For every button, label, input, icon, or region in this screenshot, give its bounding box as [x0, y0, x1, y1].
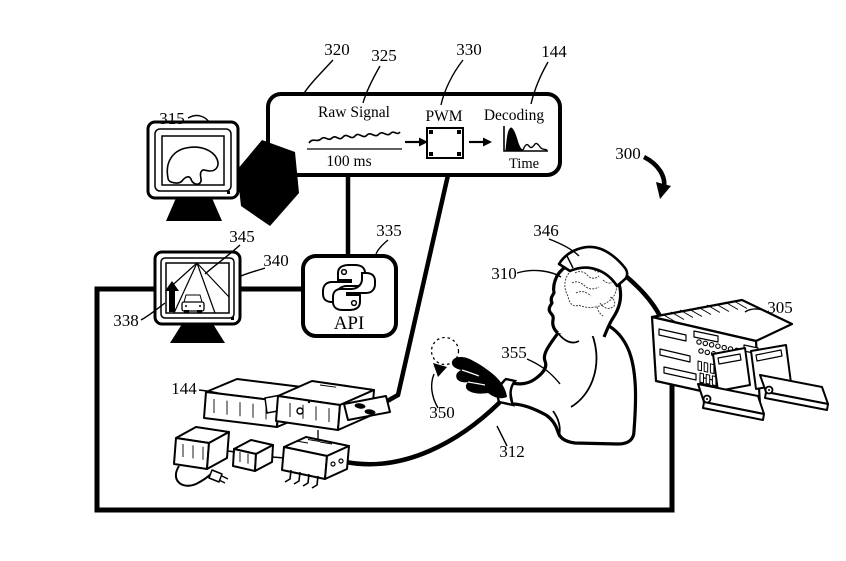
- ref-label-305: 305: [767, 298, 793, 317]
- leader-355: [526, 358, 561, 385]
- finger-gap-2: [467, 381, 486, 386]
- ref-label-350: 350: [429, 403, 455, 422]
- motion-dashed-circle: [430, 336, 460, 366]
- ref-label-355: 355: [501, 343, 527, 362]
- adapter-cord: [174, 465, 213, 487]
- pwm-module: [426, 127, 464, 159]
- finger-gap-1: [461, 369, 480, 377]
- waveform-screen: [161, 135, 225, 186]
- leader-312: [496, 425, 508, 447]
- leader-325: [362, 65, 381, 104]
- shoulder-seam: [570, 326, 598, 408]
- connector-pins: [284, 469, 319, 489]
- python-logo-icon: [322, 264, 376, 311]
- power-led: [227, 191, 230, 194]
- ref-label-315: 315: [159, 109, 185, 128]
- pwm-title: PWM: [425, 108, 462, 125]
- interface-module: [275, 380, 391, 431]
- driving-monitor: [153, 250, 242, 343]
- pipeline-box: Raw Signal 100 ms PWM Decoding Time: [266, 92, 562, 177]
- ref-label-330: 330: [456, 40, 482, 59]
- ref-label-300: 300: [615, 144, 641, 163]
- collar: [557, 332, 580, 344]
- dock-2: [750, 344, 829, 411]
- system-arrow-300-head: [656, 182, 671, 199]
- eeg-wire: [619, 270, 664, 320]
- arrow-1-head: [419, 137, 428, 147]
- raw-signal-wave: [308, 131, 401, 144]
- ref-label-325: 325: [371, 46, 397, 65]
- power-adapter: [173, 426, 230, 487]
- leader-144-bottom: [198, 389, 223, 395]
- motion-arrowhead: [433, 363, 447, 377]
- glove-cable-312: [343, 400, 502, 467]
- ref-label-345: 345: [229, 227, 255, 246]
- api-label: API: [334, 313, 365, 334]
- waveform-monitor: [146, 120, 240, 221]
- dark-tower-hexagon: [237, 140, 299, 226]
- arrow-2-head: [483, 137, 492, 147]
- torso: [506, 321, 638, 446]
- converter-box: [232, 439, 274, 472]
- rack-top-hatch: [661, 300, 748, 322]
- raw-signal-title: Raw Signal: [318, 104, 390, 121]
- connector-block: [281, 436, 350, 489]
- api-box: API: [301, 254, 398, 338]
- ref-label-346: 346: [533, 221, 559, 240]
- ref-label-310: 310: [491, 264, 517, 283]
- system-arrow-300: [642, 154, 667, 189]
- leader-310: [516, 269, 562, 278]
- person: [451, 245, 638, 446]
- reference-numbers: 320 325 330 144 315 345 340 338 335 346 …: [113, 40, 793, 461]
- glove-hand: [451, 357, 507, 399]
- pipeline-box-frame: [266, 92, 562, 177]
- timescale-label: 100 ms: [326, 153, 371, 170]
- decoding-title: Decoding: [484, 107, 545, 124]
- leader-335: [375, 239, 389, 255]
- socket-platform: [343, 395, 391, 421]
- eeg-headgear: [557, 245, 629, 288]
- screen-waveform-trace: [166, 146, 219, 186]
- ref-label-335: 335: [376, 221, 402, 240]
- up-arrow-icon: [165, 281, 179, 312]
- leader-315: [187, 114, 211, 124]
- ref-label-320: 320: [324, 40, 350, 59]
- leader-346: [548, 238, 580, 257]
- leader-338: [140, 302, 166, 321]
- decoding-plot: [503, 126, 548, 152]
- leader-350: [430, 373, 439, 409]
- car-icon: [181, 294, 205, 314]
- leader-144-top: [530, 61, 549, 105]
- time-axis-label: Time: [509, 156, 539, 172]
- ref-label-144-top: 144: [541, 42, 567, 61]
- leader-320: [302, 59, 334, 96]
- leader-345: [204, 244, 241, 275]
- monitor-stand: [166, 198, 222, 221]
- headgear-notch: [566, 255, 574, 269]
- plug: [208, 469, 223, 483]
- monitor-stand-2: [170, 324, 225, 343]
- leader-lines: [140, 59, 769, 447]
- sleeve-edge: [552, 410, 561, 438]
- leader-330: [440, 59, 464, 106]
- ref-label-338: 338: [113, 311, 139, 330]
- head-profile: [547, 259, 623, 338]
- leader-305: [744, 308, 769, 313]
- power-led-2: [231, 317, 234, 320]
- ref-label-144-bottom: 144: [171, 379, 197, 398]
- dock-1: [697, 347, 765, 421]
- leader-340: [240, 267, 266, 277]
- ref-label-312: 312: [499, 442, 525, 461]
- ref-label-340: 340: [263, 251, 289, 270]
